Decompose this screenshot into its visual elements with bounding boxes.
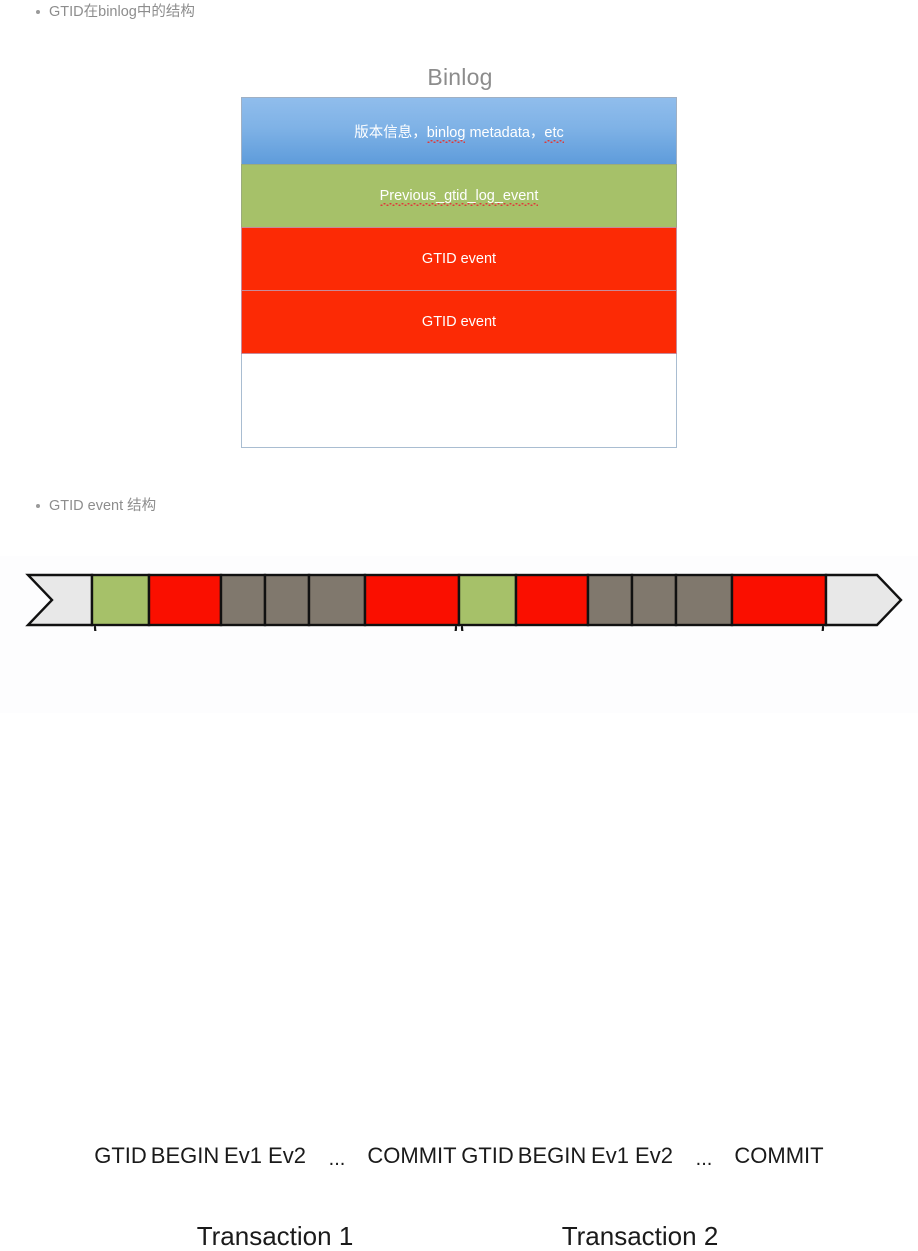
brace-transaction-2	[460, 625, 825, 631]
bullet-dot-icon	[36, 10, 40, 14]
cell-commit-2	[730, 573, 828, 627]
cell-ellipsis-1	[307, 573, 367, 627]
binlog-structure-figure: Binlog 版本信息，binlog metadata，etc Previous…	[241, 62, 679, 448]
binlog-band-version-info: 版本信息，binlog metadata，etc	[241, 97, 677, 165]
cell-ev1-2-label: Ev1	[591, 1143, 629, 1168]
binlog-band-empty-area	[242, 353, 676, 447]
transaction-1-label: Transaction 1	[196, 1221, 354, 1251]
cell-gtid-2-label: GTID	[461, 1143, 514, 1168]
bullet-label: GTID event 结构	[49, 498, 157, 514]
cell-gtid-1	[90, 573, 151, 627]
binlog-figure-title: Binlog	[427, 64, 493, 90]
binlog-band-previous-gtid-log-event: Previous_gtid_log_event	[241, 164, 677, 228]
transaction-banner-diagram	[25, 573, 903, 631]
binlog-band-version-info-label: 版本信息，binlog metadata，etc	[354, 121, 565, 143]
cell-commit-1	[363, 573, 461, 627]
cell-ev2-1	[263, 573, 311, 627]
cell-ev2-2	[630, 573, 678, 627]
bullet-label: GTID在binlog中的结构	[49, 4, 195, 20]
banner-end-arrow	[824, 573, 903, 627]
cell-ev2-1-label: Ev2	[268, 1143, 306, 1168]
gtid-event-2-label: GTID event	[421, 314, 497, 330]
version-info-text-metadata: metadata，	[465, 124, 545, 141]
previous-gtid-log-event-label: Previous_gtid_log_event	[379, 188, 539, 206]
bullet-item-gtid-binlog-structure: GTID在binlog中的结构	[36, 3, 195, 21]
cell-ev1-1	[219, 573, 267, 627]
version-info-text-binlog: binlog	[426, 124, 466, 143]
bullet-dot-icon	[36, 504, 40, 508]
binlog-box: 版本信息，binlog metadata，etc Previous_gtid_l…	[241, 97, 677, 448]
banner-start-notch	[25, 573, 94, 627]
cell-ellipsis-1-label: ...	[328, 1148, 346, 1170]
gtid-event-1-label: GTID event	[421, 251, 497, 267]
bullet-item-gtid-event-structure: GTID event 结构	[36, 497, 156, 515]
cell-begin-2	[514, 573, 590, 627]
brace-transaction-1	[93, 625, 458, 631]
cell-gtid-1-label: GTID	[94, 1143, 147, 1168]
cell-gtid-2	[457, 573, 518, 627]
cell-commit-1-label: COMMIT	[367, 1143, 457, 1168]
version-info-text-cn: 版本信息，	[354, 124, 427, 141]
version-info-text-etc: etc	[544, 124, 565, 143]
cell-begin-1	[147, 573, 223, 627]
cell-ev2-2-label: Ev2	[635, 1143, 673, 1168]
binlog-band-gtid-event-1: GTID event	[241, 227, 677, 291]
transaction-2-label: Transaction 2	[561, 1221, 719, 1251]
cell-ev1-2	[586, 573, 634, 627]
binlog-band-gtid-event-2: GTID event	[241, 290, 677, 354]
cell-begin-2-label: BEGIN	[517, 1143, 587, 1168]
cell-commit-2-label: COMMIT	[734, 1143, 824, 1168]
cell-ev1-1-label: Ev1	[224, 1143, 262, 1168]
cell-begin-1-label: BEGIN	[150, 1143, 220, 1168]
cell-ellipsis-2	[674, 573, 734, 627]
gtid-event-structure-figure: GTID BEGIN Ev1 Ev2 ... COMMIT GTID BEGIN…	[0, 556, 918, 1251]
cell-ellipsis-2-label: ...	[695, 1148, 713, 1170]
